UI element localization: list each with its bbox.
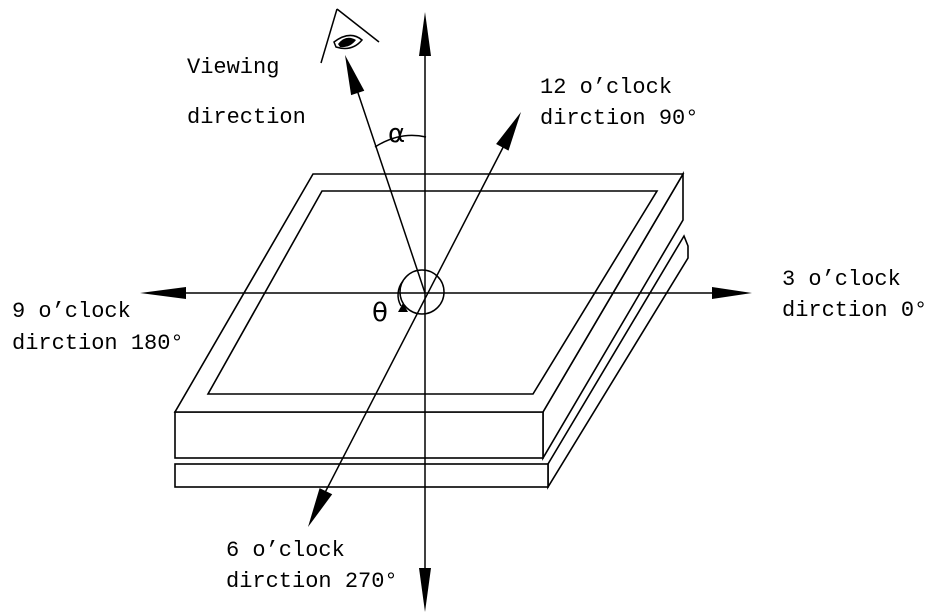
alpha-label: α — [388, 119, 405, 149]
eye-upper-lid — [336, 8, 380, 43]
twelve-oclock-label-line1: 12 o’clock — [540, 75, 672, 100]
vertical-axis-bottom-arrowhead — [419, 568, 431, 612]
lower-plate-front — [174, 463, 549, 488]
theta-arrowhead — [398, 303, 408, 312]
diagonal-axis — [308, 112, 521, 527]
diagonal-axis-line — [315, 129, 513, 511]
six-oclock-arrowhead — [308, 488, 333, 527]
theta-arc-path — [397, 280, 404, 307]
three-oclock-label-line1: 3 o’clock — [782, 267, 901, 292]
eye-pupil — [338, 37, 356, 48]
viewing-label-line1: Viewing — [187, 55, 279, 80]
theta-angle-arc — [397, 280, 408, 312]
theta-label: θ — [372, 298, 388, 328]
nine-oclock-arrowhead — [140, 287, 186, 299]
six-oclock-label-line2: dirction 270° — [226, 569, 398, 594]
viewing-direction-arrow — [345, 55, 426, 294]
horizontal-axis — [140, 287, 752, 299]
three-oclock-arrowhead — [712, 287, 752, 299]
vertical-axis-top-arrowhead — [419, 12, 431, 56]
three-oclock-label-line2: dirction 0° — [782, 298, 925, 323]
eye-lens — [333, 34, 364, 50]
viewing-label-line2: direction — [187, 105, 306, 130]
upper-slab-front — [174, 411, 544, 459]
eye-icon — [320, 8, 380, 64]
twelve-oclock-label-line2: dirction 90° — [540, 106, 698, 131]
lcd-lower-plate — [174, 234, 689, 490]
nine-oclock-label-line1: 9 o’clock — [12, 299, 131, 324]
vertical-axis — [419, 12, 431, 612]
six-oclock-label-line1: 6 o’clock — [226, 538, 345, 563]
twelve-oclock-arrowhead — [496, 112, 521, 151]
eye-lower-lid — [320, 8, 338, 64]
lcd-upper-slab — [173, 171, 685, 461]
alpha-angle-arc — [374, 134, 427, 148]
center-circle — [399, 269, 445, 315]
viewing-direction-line — [350, 71, 426, 294]
nine-oclock-label-line2: dirction 180° — [12, 331, 184, 356]
viewing-direction-arrowhead — [345, 55, 365, 96]
